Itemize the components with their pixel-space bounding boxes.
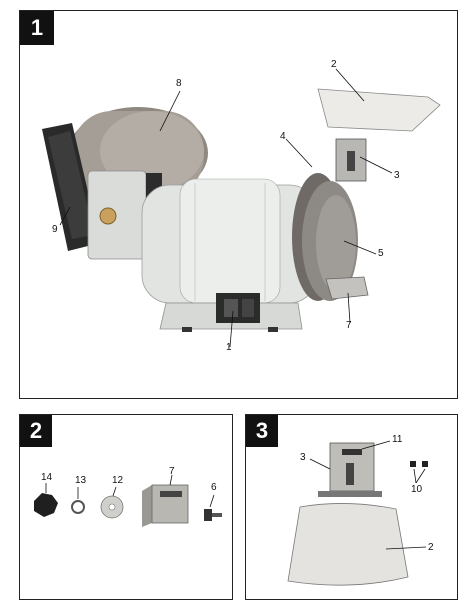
callout-eye-shield: 2: [331, 59, 337, 70]
screw-left: [410, 461, 416, 467]
tool-rest: [325, 276, 369, 300]
tool-rest-part: [151, 484, 189, 524]
callout-eye-shield-detail: 2: [428, 542, 434, 553]
callout-bolt: 6: [211, 482, 217, 493]
wheel-cover: [87, 170, 147, 260]
callout-on-off-switch: 1: [226, 342, 232, 353]
figure-1-panel: 1: [19, 10, 458, 399]
callout-tool-rest-part: 7: [169, 466, 175, 477]
callout-spring-washer: 13: [75, 475, 87, 486]
bolt: [212, 513, 222, 517]
figure-3-number: 3: [246, 415, 278, 447]
eye-shield-detail: [287, 503, 409, 586]
spring-washer: [71, 500, 85, 514]
callout-wet-wheel: 8: [176, 78, 182, 89]
knob-nut: [34, 493, 58, 517]
callout-dry-wheel: 5: [378, 248, 384, 259]
figure-1-illustration: [42, 68, 441, 348]
spark-guard-bracket: [335, 138, 367, 182]
figure-2-illustration: [34, 474, 222, 527]
figure-2-panel: 2 14 13 12 7 6: [19, 414, 233, 600]
figure-3-panel: 3 11 3 10 2: [245, 414, 458, 600]
callout-tool-rest: 7: [346, 320, 352, 331]
callout-bracket: 11: [392, 434, 403, 445]
callout-spark-guard: 3: [394, 170, 400, 181]
callout-wheel-guard: 4: [280, 131, 286, 142]
figure-3-illustration: [287, 440, 428, 586]
figure-1-number: 1: [20, 11, 54, 45]
callout-screws: 10: [411, 484, 423, 495]
callout-spark-guard-detail: 3: [300, 452, 306, 463]
eye-shield: [317, 88, 441, 132]
callout-flat-washer: 12: [112, 475, 124, 486]
callout-knob-nut: 14: [41, 472, 53, 483]
figure-2-number: 2: [20, 415, 52, 447]
tension-knob: [99, 207, 117, 225]
callout-water-trough: 9: [52, 224, 58, 235]
screw-right: [422, 461, 428, 467]
